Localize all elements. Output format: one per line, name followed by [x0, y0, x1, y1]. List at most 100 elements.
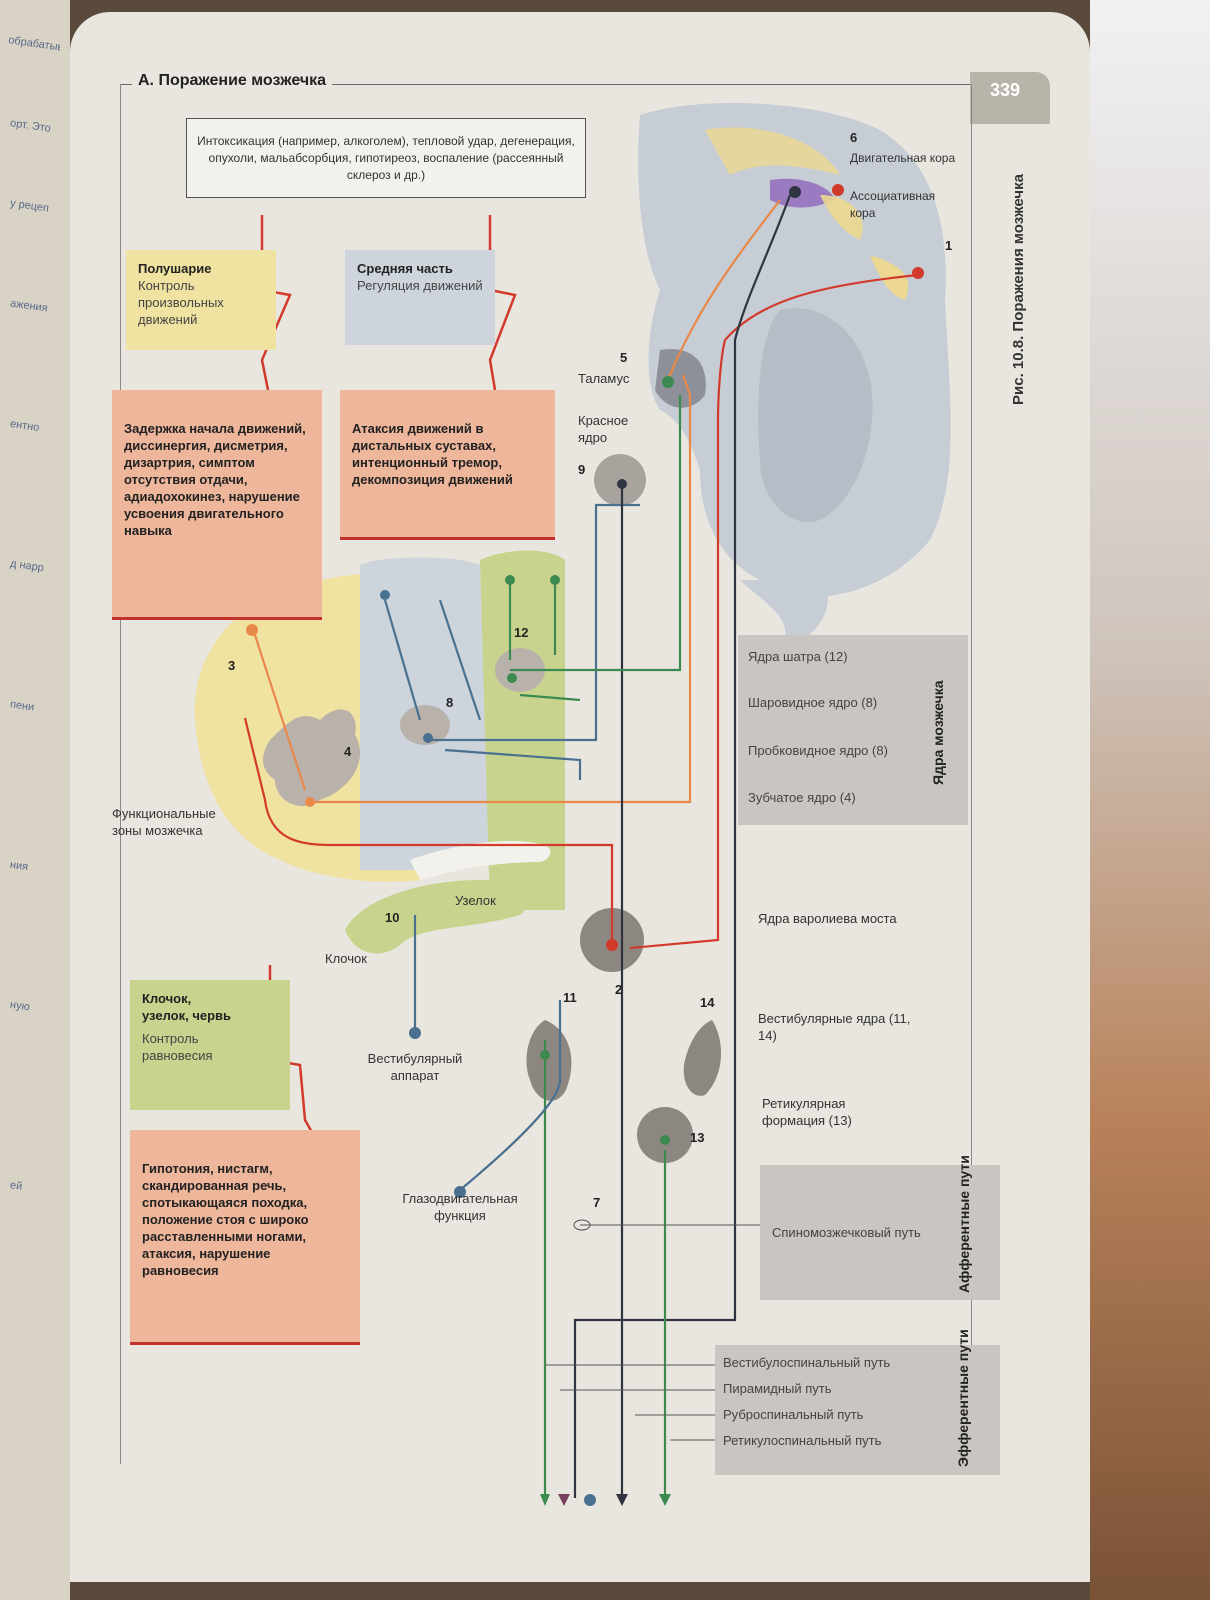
dot-spinal-end: [584, 1494, 596, 1506]
efferent-panel: Вестибулоспинальный путь Пирамидный путь…: [715, 1329, 1000, 1475]
dot-red-nucleus: [617, 479, 627, 489]
num-5: 5: [620, 350, 628, 365]
zone-hemisphere: Полушарие Контроль произвольных движений: [126, 250, 276, 350]
globose-nucleus-shape: [400, 705, 450, 745]
path-orange-thalamus-cortex: [666, 199, 781, 381]
path-red-cortex-pons: [629, 273, 919, 950]
header-rule: [120, 84, 970, 85]
dot-oculomotor: [454, 1186, 466, 1198]
dot-middle-1: [380, 590, 390, 600]
zone-flocculonodular-title: Клочок, узелок, червь: [142, 991, 232, 1023]
afferent-heading: Афферентные пути: [956, 1155, 972, 1293]
label-pontine-nuclei: Ядра варолиева моста: [758, 911, 897, 926]
zone-middle-title: Средняя часть: [357, 261, 453, 276]
symptoms-hemisphere: Задержка начала движений, диссинергия, д…: [112, 390, 322, 620]
num-9: 9: [578, 462, 586, 477]
afferent-item-spinocerebellar: Спиномозжечковый путь: [772, 1225, 921, 1240]
zone-vermis-shape: [480, 550, 565, 910]
vestibular-nucleus-11-shape: [526, 1020, 572, 1101]
label-functional-zones: Функциональные зоны мозжечка: [112, 806, 216, 838]
efferent-heading: Эфферентные пути: [955, 1329, 971, 1467]
zone-hemisphere-subtitle: Контроль произвольных движений: [138, 278, 224, 327]
efferent-item-pyramidal: Пирамидный путь: [723, 1381, 832, 1396]
zone-middle: Средняя часть Регуляция движений: [345, 250, 495, 345]
descending-arrows: [540, 1494, 671, 1506]
spinocerebellar-marker: [573, 1219, 591, 1231]
num-14: 14: [700, 995, 715, 1010]
label-oculomotor: Глазодвигательная функция: [402, 1191, 518, 1223]
dot-globose: [423, 733, 433, 743]
num-7: 7: [593, 1195, 601, 1210]
path-green-fastigial: [510, 395, 682, 672]
afferent-panel: Спиномозжечковый путь Афферентные пути: [760, 1155, 1000, 1300]
label-flocculus: Клочок: [325, 951, 367, 966]
label-vestibular-nuclei: Вестибулярные ядра (11, 14): [758, 1011, 911, 1043]
dot-hemisphere: [246, 624, 258, 636]
adjacent-page: [0, 0, 70, 1600]
dot-reticular: [660, 1135, 670, 1145]
dot-cortex-dark: [789, 186, 801, 198]
dot-thalamus: [662, 376, 674, 388]
label-motor-cortex: Двигательная кора: [850, 151, 956, 165]
label-assoc-cortex: Ассоциативная кора: [850, 189, 936, 220]
path-efferent-leaders: [545, 1364, 715, 1441]
path-blue-middle: [383, 599, 582, 780]
num-3: 3: [228, 658, 236, 673]
dot-vermis-2: [550, 575, 560, 585]
path-dark-cortex-spinal: [573, 194, 792, 1498]
zone-flocculonodular: Клочок, узелок, червь Контроль равновеси…: [130, 980, 290, 1110]
flocculus-shape: [345, 880, 528, 954]
cerebellum-fold: [410, 840, 551, 880]
dot-vestibular-app: [409, 1027, 421, 1039]
section-title: А. Поражение мозжечка: [132, 72, 333, 90]
dot-cortex-red: [912, 267, 924, 279]
dot-pons: [606, 939, 618, 951]
num-13: 13: [690, 1130, 705, 1145]
page-tab: [970, 72, 1050, 124]
num-8: 8: [446, 695, 454, 710]
causes-box: Интоксикация (например, алкоголем), тепл…: [186, 118, 586, 198]
path-blue-globose-red: [430, 503, 640, 742]
efferent-item-reticulospinal: Ретикулоспинальный путь: [723, 1433, 882, 1448]
dot-dentate: [305, 797, 315, 807]
symptoms-middle: Атаксия движений в дистальных суставах, …: [340, 390, 555, 540]
path-red-pons-hemisphere: [243, 717, 614, 945]
path-green-vermis: [508, 575, 581, 702]
zone-middle-subtitle: Регуляция движений: [357, 278, 483, 293]
zone-hemisphere-title: Полушарие: [138, 261, 212, 276]
label-vestibular-apparatus: Вестибулярный аппарат: [367, 1051, 463, 1083]
label-red-nucleus: Красное ядро: [578, 413, 629, 445]
brain-section: [638, 103, 951, 650]
nucleus-item-globose: Шаровидное ядро (8): [748, 695, 878, 710]
path-red-dentate-thalamus: [310, 374, 692, 804]
symptoms-flocculonodular: Гипотония, нистагм, скандированная речь,…: [130, 1130, 360, 1345]
cerebellar-nuclei-heading: Ядра мозжечка: [930, 680, 946, 785]
label-thalamus: Таламус: [578, 371, 630, 386]
nucleus-item-fastigial: Ядра шатра (12): [748, 649, 848, 664]
num-2: 2: [615, 982, 623, 997]
dot-vermis-1: [505, 575, 515, 585]
label-reticular-formation: Ретикулярная формация (13): [762, 1096, 852, 1128]
figure-frame: [120, 84, 972, 1464]
zone-flocculonodular-subtitle: Контроль равновесия: [142, 1031, 213, 1063]
dot-vestibular-11: [540, 1050, 550, 1060]
path-orange-hemisphere: [253, 634, 307, 791]
nucleus-item-emboliform: Пробковидное ядро (8): [748, 743, 888, 758]
num-12: 12: [514, 625, 529, 640]
num-6: 6: [850, 130, 858, 145]
label-nodulus: Узелок: [455, 893, 496, 908]
cerebellar-nuclei-panel: Ядра шатра (12) Шаровидное ядро (8) Проб…: [738, 635, 968, 825]
num-4: 4: [344, 744, 352, 759]
num-10: 10: [385, 910, 400, 925]
background: [1090, 0, 1210, 1600]
nucleus-item-dentate: Зубчатое ядро (4): [748, 790, 856, 805]
vestibular-nucleus-14-shape: [683, 1020, 722, 1096]
pathways: [243, 194, 919, 1498]
num-11: 11: [563, 990, 577, 1005]
path-green-vestibular: [543, 1040, 667, 1498]
efferent-item-rubrospinal: Руброспинальный путь: [723, 1407, 864, 1422]
num-1: 1: [945, 238, 953, 253]
efferent-item-vestibulospinal: Вестибулоспинальный путь: [723, 1355, 891, 1370]
dot-cortex-pink: [832, 184, 844, 196]
